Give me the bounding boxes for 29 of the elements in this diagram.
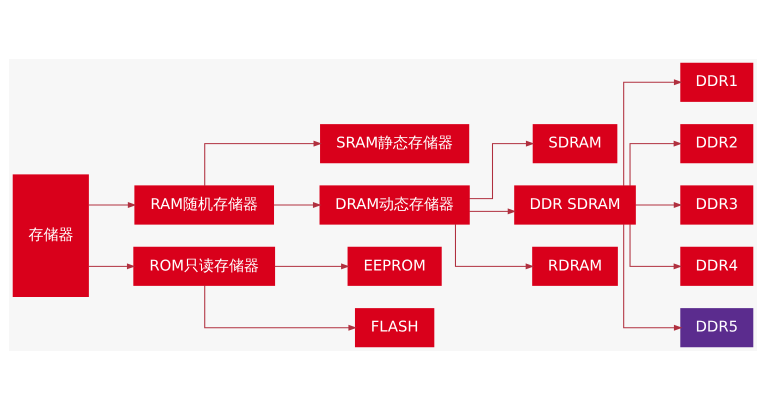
arrow xyxy=(623,224,682,331)
arrow xyxy=(274,263,350,270)
arrow xyxy=(623,79,682,186)
arrow xyxy=(274,202,322,208)
node-box: DDR1 xyxy=(680,62,754,102)
node-box: RAM随机存储器 xyxy=(134,185,274,225)
node-box: RDRAM xyxy=(532,246,618,286)
arrow xyxy=(630,224,682,270)
arrow xyxy=(88,263,136,270)
node-box: 存储器 xyxy=(12,174,89,298)
node-box: SRAM静态存储器 xyxy=(320,124,470,164)
node-box: DDR4 xyxy=(680,246,754,286)
node-box: DDR SDRAM xyxy=(514,185,636,225)
arrow xyxy=(470,208,516,214)
node-box: FLASH xyxy=(354,308,434,348)
arrow xyxy=(469,140,534,200)
arrow xyxy=(630,140,682,186)
node-box: DDR2 xyxy=(680,124,754,164)
arrow xyxy=(204,140,322,186)
arrow xyxy=(454,224,534,270)
arrow xyxy=(204,285,357,331)
node-box: DDR5 xyxy=(680,308,754,348)
node-box: DDR3 xyxy=(680,185,754,225)
node-box: SDRAM xyxy=(532,124,618,164)
arrow xyxy=(636,202,682,208)
arrow xyxy=(88,202,136,208)
node-box: EEPROM xyxy=(348,246,442,286)
node-box: DRAM动态存储器 xyxy=(320,185,470,225)
node-box: ROM只读存储器 xyxy=(133,246,276,286)
